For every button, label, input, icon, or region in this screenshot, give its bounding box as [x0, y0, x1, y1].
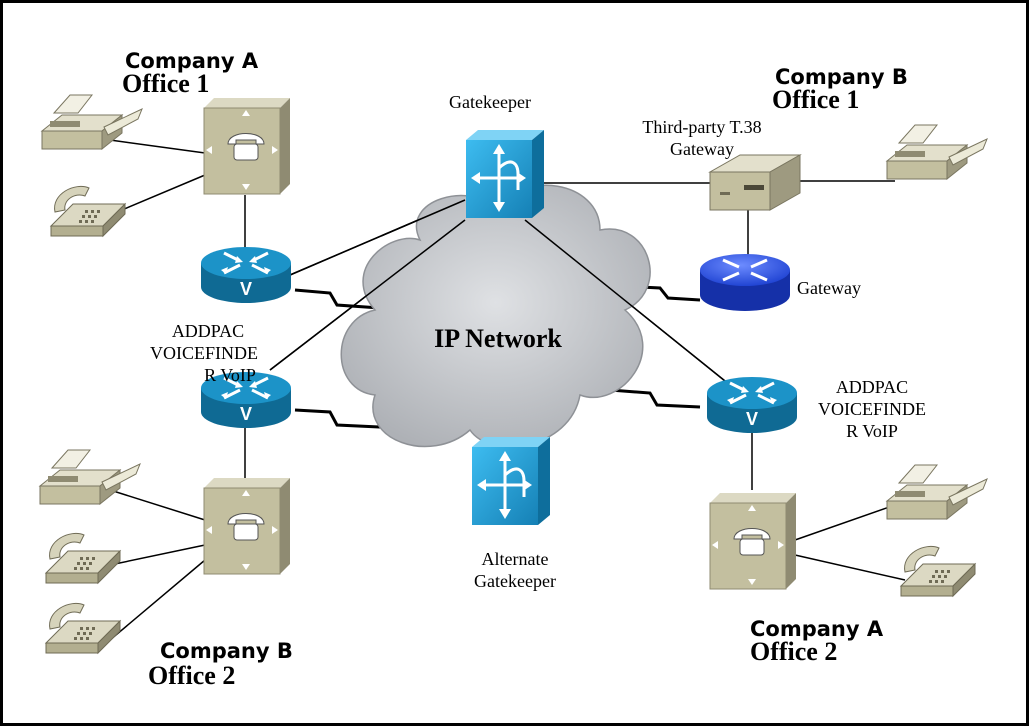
- pbx-switch-a2: [709, 492, 797, 590]
- fax-machine-b2: [39, 449, 141, 505]
- third-party-label-line2: Gateway: [670, 139, 734, 159]
- pbx-switch-b2: [203, 477, 291, 575]
- pbx-switch-a1: [203, 97, 291, 195]
- third-party-gateway-box: [708, 154, 802, 211]
- cloud-overlay-lines: [269, 199, 731, 386]
- telephone-b2-1: [45, 532, 121, 584]
- third-party-label-line1: Third-party T.38: [642, 117, 761, 137]
- company-a-office1-line2: Office 1: [122, 69, 209, 98]
- alternate-gatekeeper-icon: [470, 435, 552, 527]
- telephone-b2-2: [45, 602, 121, 654]
- company-a-office2-line2: Office 2: [750, 637, 837, 666]
- addpac-left-line2: VOICEFINDE: [150, 343, 258, 363]
- gatekeeper-label: Gatekeeper: [449, 92, 531, 112]
- ip-network-label: IP Network: [434, 324, 562, 353]
- ip-network-cloud: IP Network: [340, 184, 651, 448]
- company-b-office2-line2: Office 2: [148, 661, 235, 690]
- fax-machine-a1: [41, 94, 143, 150]
- telephone-a1: [50, 185, 126, 237]
- gatekeeper-icon: [464, 128, 546, 220]
- fax-machine-b1: [886, 124, 988, 180]
- addpac-right-line2: VOICEFINDE: [818, 399, 926, 419]
- voip-router-right: [705, 375, 799, 435]
- company-b-office2-line1: Company B: [160, 639, 293, 663]
- alternate-gatekeeper-line2: Gatekeeper: [474, 571, 556, 591]
- company-b-office1-line2: Office 1: [772, 85, 859, 114]
- gateway-label: Gateway: [797, 278, 861, 298]
- addpac-left-line3: R VoIP: [204, 365, 256, 385]
- company-b-office1-line1: Company B: [775, 65, 908, 89]
- gateway-router: [700, 254, 790, 311]
- telephone-a2: [900, 545, 976, 597]
- labels: Company A Office 1 Company B Office 1 Ga…: [122, 49, 926, 690]
- voip-router-left-top: [199, 245, 293, 305]
- alternate-gatekeeper-line1: Alternate: [482, 549, 549, 569]
- addpac-right-line1: ADDPAC: [836, 377, 908, 397]
- addpac-left-line1: ADDPAC: [172, 321, 244, 341]
- addpac-right-line3: R VoIP: [846, 421, 898, 441]
- company-a-office1-line1: Company A: [125, 49, 259, 73]
- fax-machine-a2: [886, 464, 988, 520]
- company-a-office2-line1: Company A: [750, 617, 884, 641]
